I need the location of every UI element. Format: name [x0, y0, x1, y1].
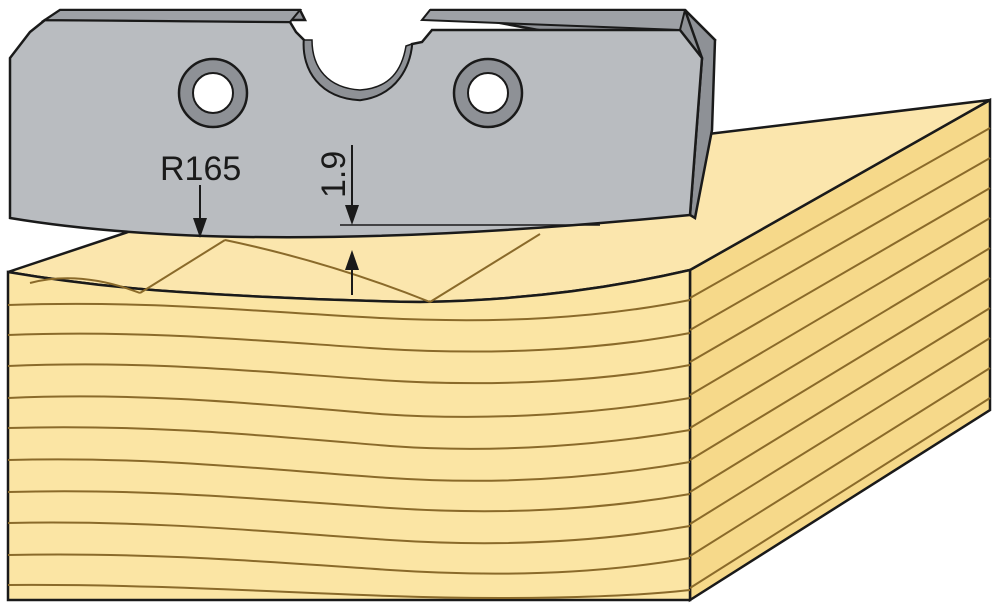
profile-knife: [8, 8, 717, 239]
wood-block: [6, 97, 992, 603]
knife-face: [8, 18, 704, 239]
depth-upper-arrowhead: [345, 205, 359, 225]
depth-lower-arrowhead: [345, 250, 359, 270]
side-grain-lines: [689, 127, 991, 589]
wood-front-face: [6, 268, 692, 602]
radius-arrowhead: [193, 218, 207, 238]
front-grain-lines: [7, 299, 691, 599]
radius-label: R165: [160, 150, 241, 188]
top-grain-lines: [29, 233, 541, 303]
depth-label: 1.9: [315, 151, 353, 198]
mounting-hole-left: [177, 57, 249, 129]
knife-notch: [303, 39, 413, 101]
dimension-annotations: [193, 145, 600, 295]
mounting-hole-right: [452, 57, 524, 129]
